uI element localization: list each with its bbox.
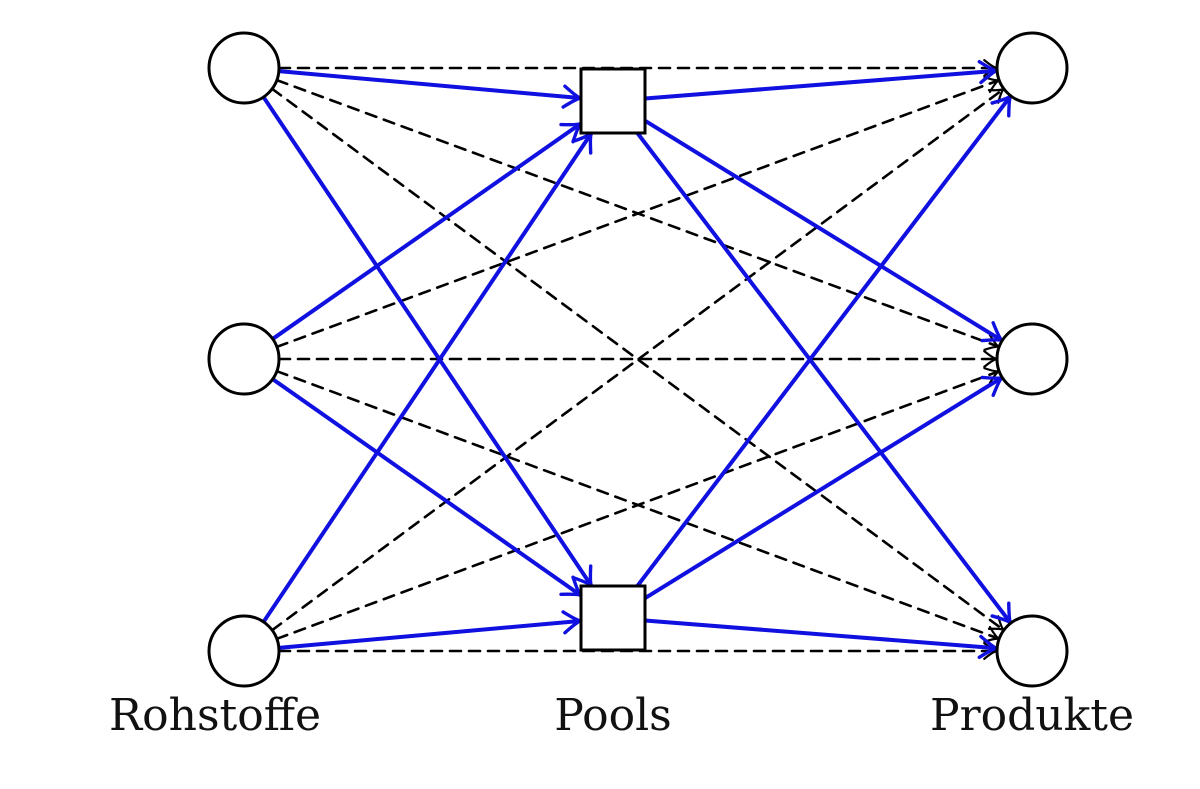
pool-edge-p1-t2-line — [643, 118, 1005, 343]
pool-edge-s2-p2 — [270, 377, 583, 598]
pool-node-p1 — [579, 67, 647, 135]
direct-edge-s2-t1-line — [275, 78, 1001, 349]
pool-edge-s2-p1 — [270, 121, 583, 341]
pool-edge-layer — [261, 59, 1013, 660]
source-node-s1 — [207, 31, 281, 105]
pool-edge-p2-t2-line — [643, 375, 1005, 601]
direct-edge-layer — [270, 59, 1006, 660]
product-node-t3 — [995, 614, 1069, 688]
direct-edge-s3-t1-line — [270, 87, 1006, 632]
pool-edge-s1-p1-line — [276, 69, 583, 101]
pool-edge-p2-t3-line — [643, 618, 1000, 651]
pool-edge-p2-t1 — [635, 93, 1013, 588]
pool-edge-s1-p2 — [261, 95, 594, 588]
label-produkte: Produkte — [929, 690, 1135, 741]
pool-node-p2 — [579, 584, 647, 652]
direct-edge-s3-t2-line — [275, 369, 1001, 641]
pool-edge-p1-t3 — [635, 131, 1013, 626]
node-layer — [207, 31, 1069, 688]
pool-edge-s3-p1 — [261, 131, 594, 624]
pool-edge-s3-p1-line — [261, 131, 594, 624]
pool-edge-s1-p2-line — [261, 95, 594, 588]
label-pools: Pools — [554, 690, 672, 741]
source-node-s3 — [207, 614, 281, 688]
pool-edge-s2-p2-line — [270, 377, 583, 598]
label-rohstoffe: Rohstoffe — [108, 690, 322, 741]
product-node-t2 — [995, 322, 1069, 396]
pool-edge-s1-p1 — [276, 69, 583, 109]
pool-edge-s3-p2-line — [276, 618, 583, 650]
pool-edge-s2-p1-line — [270, 121, 583, 341]
pool-edge-p2-t1-line — [635, 93, 1013, 588]
pool-edge-p1-t3-line — [635, 131, 1013, 626]
pool-edge-s3-p2 — [276, 610, 583, 650]
pool-edge-p1-t1-line — [643, 68, 1000, 101]
product-node-t1 — [995, 31, 1069, 105]
source-node-s2 — [207, 322, 281, 396]
pool-edge-p1-t2 — [643, 118, 1005, 343]
pool-edge-p2-t2 — [643, 375, 1005, 601]
